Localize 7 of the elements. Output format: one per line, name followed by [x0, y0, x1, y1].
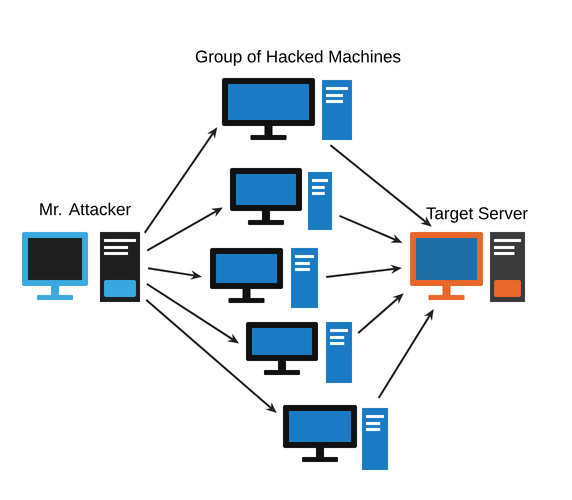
computer-drawing — [210, 248, 318, 308]
node-label: Mr. Attacker — [40, 202, 131, 216]
computer-drawing — [230, 168, 332, 230]
computer-drawing — [222, 78, 352, 140]
node-label: Target Server — [426, 207, 528, 223]
computer-drawing — [283, 405, 388, 470]
computer-drawing — [246, 322, 352, 383]
